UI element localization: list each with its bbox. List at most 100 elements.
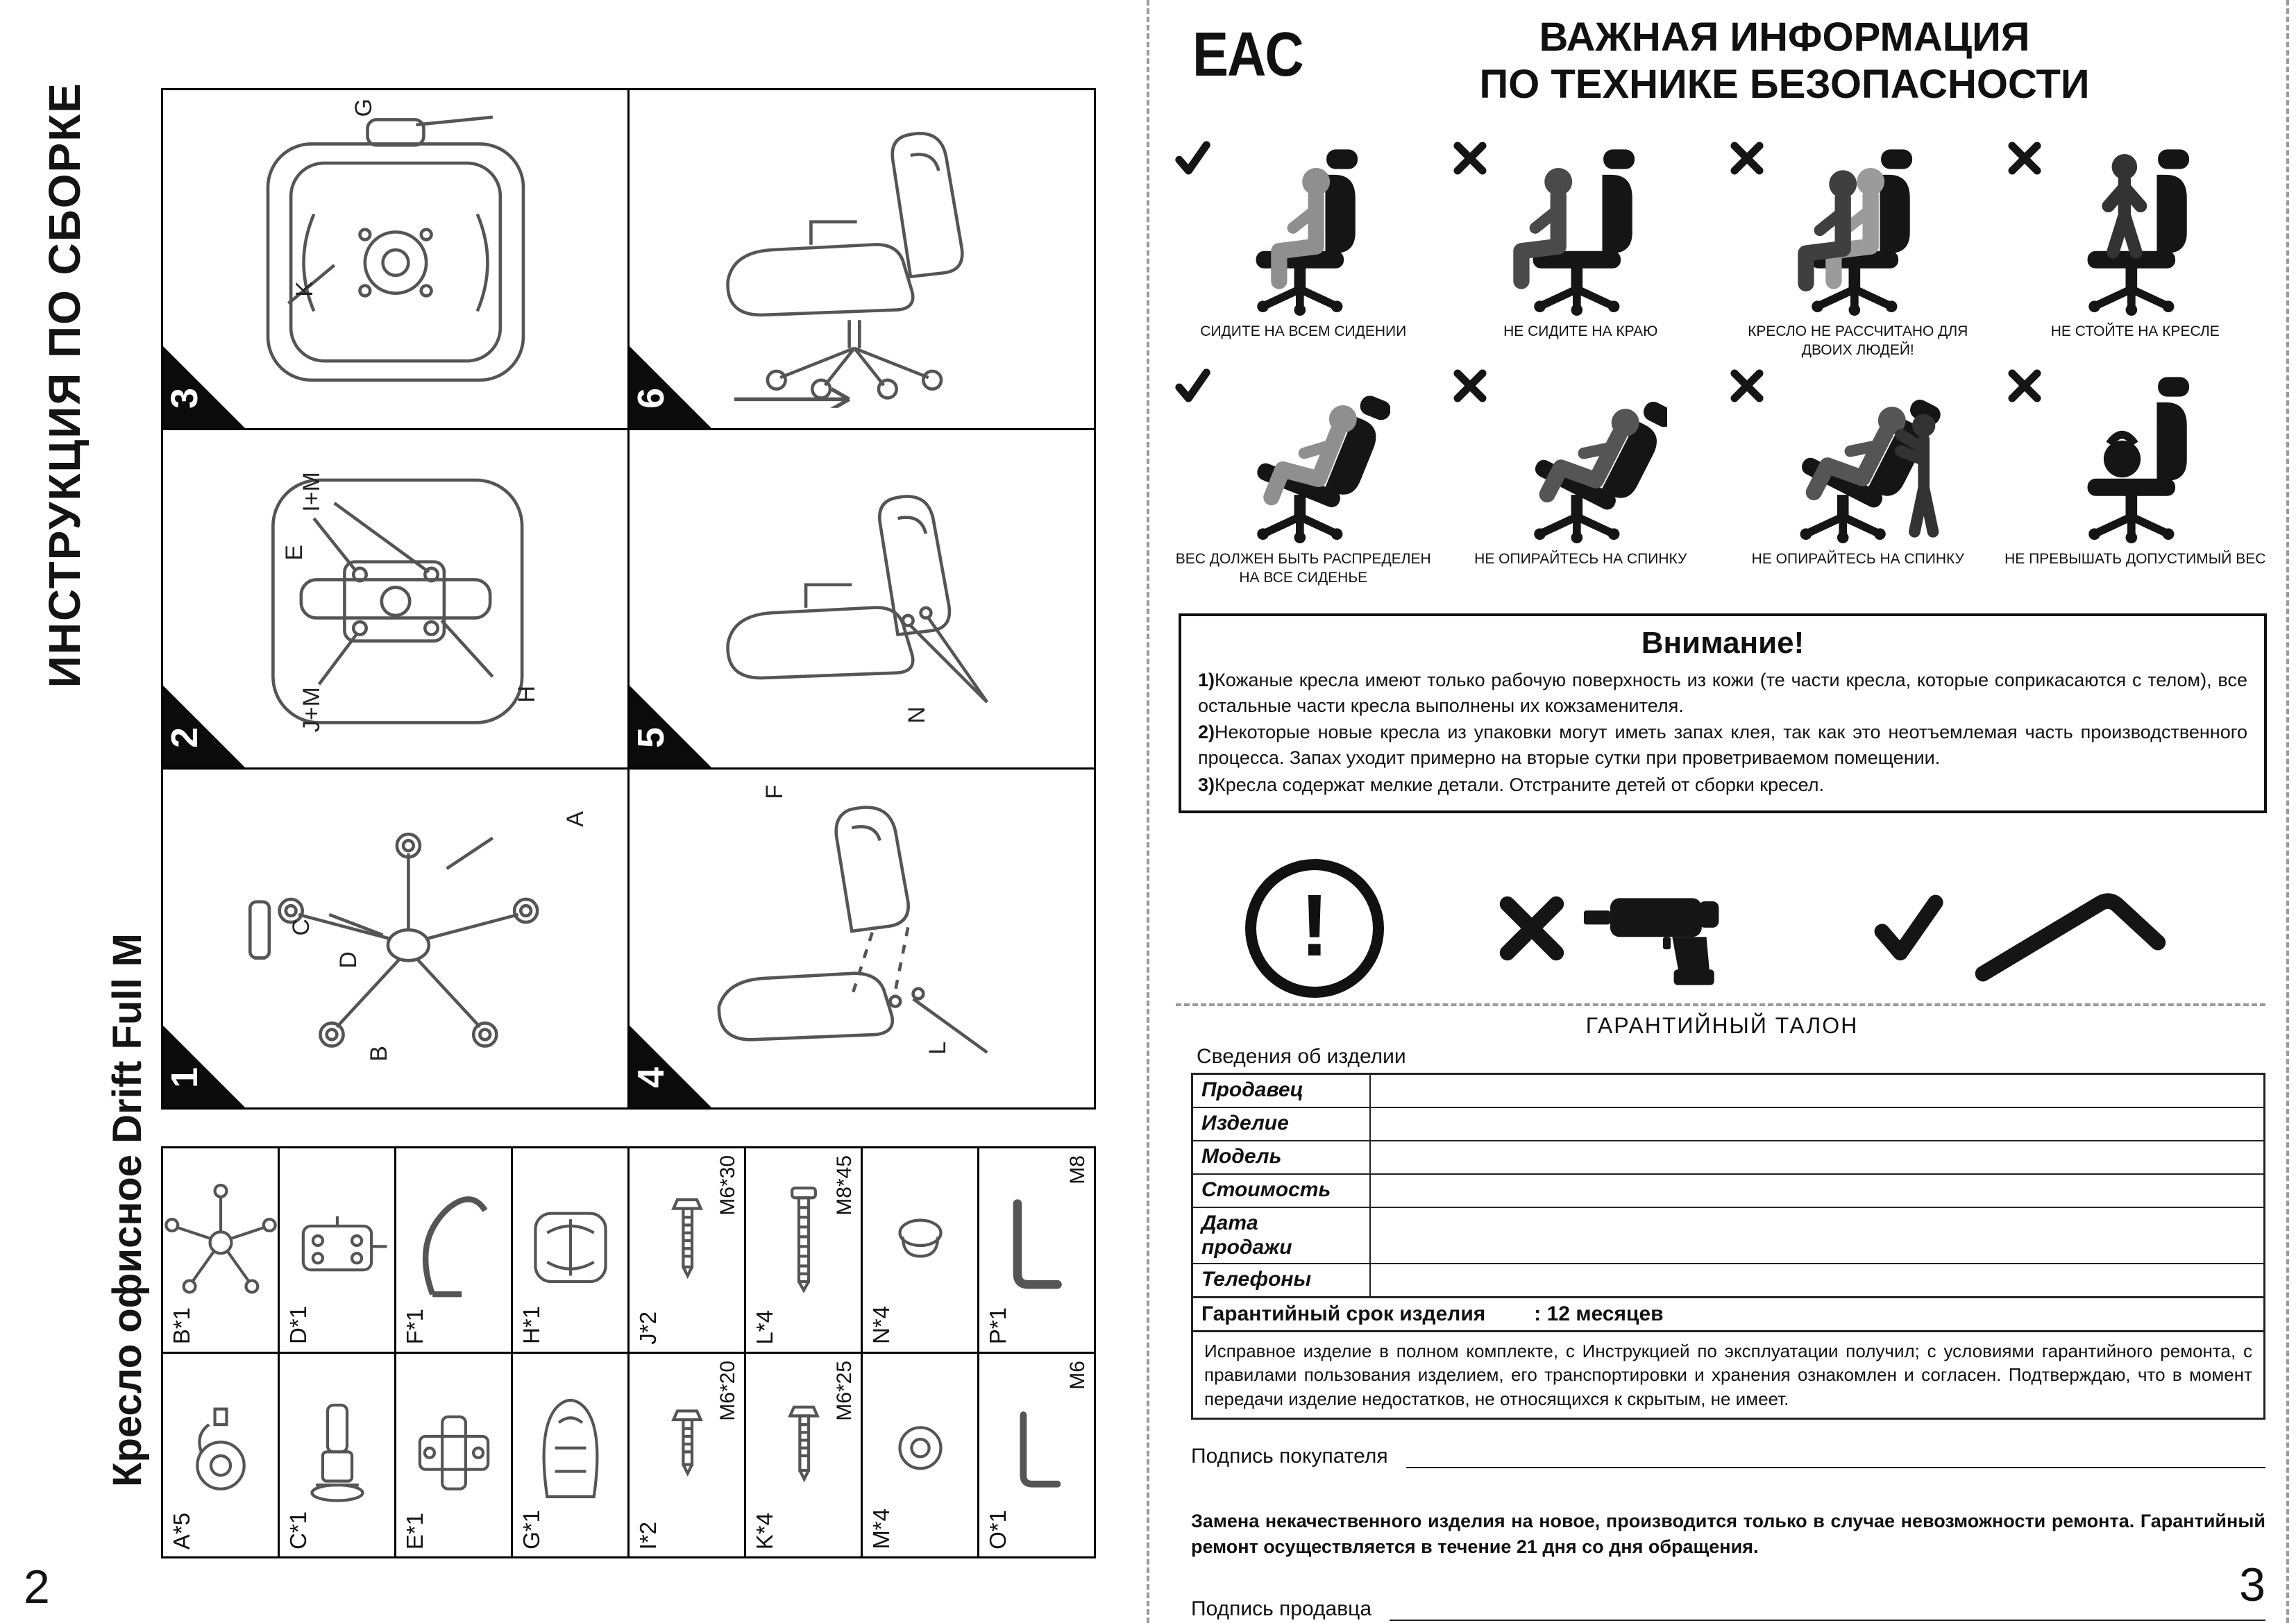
safety-caption: НЕ СИДИТЕ НА КРАЮ	[1503, 323, 1658, 339]
safety-caption: НЕ ОПИРАЙТЕСЬ НА СПИНКУ	[1751, 551, 1964, 567]
safety-item: ВЕС ДОЛЖЕН БЫТЬ РАСПРЕДЕЛЕН НА ВСЕ СИДЕН…	[1169, 365, 1438, 588]
part-size: M6	[1066, 1360, 1089, 1390]
parts-table: B*1 D*1	[161, 1146, 1096, 1558]
caster-icon	[195, 1407, 246, 1490]
eac-logo: EAC	[1192, 19, 1304, 90]
parts-cell: M6*30 J*2	[630, 1148, 744, 1352]
gas-lift-icon	[310, 1403, 364, 1502]
part-code: B*1	[169, 1307, 194, 1345]
seller-signature-label: Подпись продавца	[1191, 1597, 1372, 1621]
armrest-icon	[422, 1196, 487, 1298]
sit-on-edge-pictogram	[1494, 149, 1635, 319]
use-hex-key-group	[1870, 866, 2185, 991]
seat-back-assembled-drawing	[725, 495, 988, 704]
assembly-steps-grid: G K 3	[161, 88, 1096, 1110]
step-number-triangle	[163, 1025, 245, 1107]
trim-dashed-line	[2286, 0, 2289, 1623]
part-label: J+M	[298, 686, 325, 732]
part-label: H	[514, 685, 540, 703]
signature-line	[1390, 1596, 2265, 1622]
kettlebell-on-chair-pictogram	[2048, 377, 2190, 547]
safety-item: СИДИТЕ НА ВСЕМ СИДЕНИИ	[1169, 137, 1438, 361]
parts-cell: N*4	[863, 1148, 977, 1352]
parts-cell: C*1	[280, 1353, 394, 1556]
page-divider-dashed-line	[1147, 0, 1149, 1623]
part-label: I+M	[298, 471, 325, 512]
safety-pictogram-grid: СИДИТЕ НА ВСЕМ СИДЕНИИ НЕ СИДИТЕ НА КРАЮ…	[1169, 137, 2270, 588]
backrest-attach-drawing	[717, 806, 988, 1054]
part-size: M6*25	[833, 1360, 856, 1421]
weight-distributed-pictogram	[1217, 368, 1390, 547]
allen-key-icon	[1013, 1199, 1062, 1289]
part-code: F*1	[402, 1309, 428, 1345]
part-code: P*1	[985, 1307, 1011, 1345]
field-value-blank	[1371, 1264, 2263, 1296]
drill-icon	[1583, 898, 1719, 985]
field-label: Изделие	[1193, 1108, 1371, 1140]
field-value-blank	[1371, 1175, 2263, 1207]
parts-cell: M8*45 L*4	[746, 1148, 861, 1352]
part-size: M8*45	[833, 1155, 856, 1216]
x-icon	[2005, 139, 2044, 178]
backrest-shell-icon	[542, 1398, 598, 1498]
exclamation-glyph: !	[1300, 876, 1329, 974]
part-code: A*5	[169, 1512, 194, 1549]
step-panel-5: N 5	[630, 430, 1094, 768]
attention-item: 2)Некоторые новые кресла из упаковки мог…	[1198, 720, 2247, 770]
cushion-icon	[533, 1212, 607, 1284]
washer-icon	[897, 1426, 943, 1470]
safety-title-line2: ПО ТЕХНИКЕ БЕЗОПАСНОСТИ	[1479, 62, 2090, 108]
part-label: D	[335, 951, 362, 969]
parts-cell: G*1	[513, 1353, 627, 1556]
part-code: D*1	[285, 1306, 311, 1345]
attention-item: 3)Кресла содержат мелкие детали. Отстран…	[1198, 772, 2247, 798]
two-people-pictogram	[1771, 149, 1912, 319]
part-label: K	[292, 281, 318, 297]
table-row: Продавец	[1193, 1075, 2263, 1107]
warranty-agreement-text: Исправное изделие в полном комплекте, с …	[1191, 1332, 2265, 1420]
part-code: O*1	[985, 1510, 1011, 1549]
safety-caption: НЕ ПРЕВЫШАТЬ ДОПУСТИМЫЙ ВЕС	[2004, 551, 2266, 567]
safety-caption: НЕ ОПИРАЙТЕСЬ НА СПИНКУ	[1474, 551, 1687, 567]
safety-item: КРЕСЛО НЕ РАССЧИТАНО ДЛЯ ДВОИХ ЛЮДЕЙ!	[1723, 137, 1993, 361]
safety-item: НЕ СТОЙТЕ НА КРЕСЛЕ	[2001, 137, 2270, 361]
check-icon	[1173, 139, 1212, 178]
buyer-signature-label: Подпись покупателя	[1191, 1444, 1388, 1468]
table-row: Модель	[1193, 1140, 2263, 1173]
standing-on-chair-pictogram	[2048, 140, 2190, 319]
attention-item-number: 2)	[1198, 722, 1215, 743]
part-code: H*1	[518, 1306, 544, 1345]
page-assembly: ИНСТРУКЦИЯ ПО СБОРКЕ Кресло офисное Drif…	[24, 82, 1096, 1613]
safety-caption: ВЕС ДОЛЖЕН БЫТЬ РАСПРЕДЕЛЕН НА ВСЕ СИДЕН…	[1175, 551, 1431, 586]
safety-item: НЕ ОПИРАЙТЕСЬ НА СПИНКУ	[1723, 365, 1993, 588]
bolt-icon	[790, 1187, 817, 1294]
attention-item-number: 1)	[1198, 670, 1215, 690]
part-size: M8	[1066, 1155, 1089, 1184]
allen-key-icon	[1019, 1411, 1061, 1488]
mount-plate-icon	[418, 1415, 489, 1490]
part-code: L*4	[752, 1309, 777, 1345]
model-title: Кресло офисное Drift Full M	[105, 933, 150, 1487]
step-panel-3: G K 3	[163, 90, 627, 428]
parts-cell: M*4	[863, 1353, 977, 1556]
step-number-triangle	[163, 346, 245, 428]
safety-caption: КРЕСЛО НЕ РАССЧИТАНО ДЛЯ ДВОИХ ЛЮДЕЙ!	[1748, 323, 1968, 359]
attention-item-number: 3)	[1198, 774, 1215, 795]
table-row: Стоимость	[1193, 1173, 2263, 1207]
part-code: E*1	[402, 1512, 428, 1549]
table-row: Дата продажи	[1193, 1207, 2263, 1263]
warranty-term-value: : 12 месяцев	[1534, 1302, 1664, 1325]
parts-cell: M6*25 K*4	[746, 1353, 861, 1556]
safety-item: НЕ ОПИРАЙТЕСЬ НА СПИНКУ	[1446, 365, 1716, 588]
part-label: A	[562, 811, 589, 828]
replacement-note: Замена некачественного изделия на новое,…	[1191, 1510, 2265, 1558]
part-code: N*4	[868, 1306, 894, 1345]
chair-frame-drawing	[266, 115, 525, 382]
attention-item: 1)Кожаные кресла имеют только рабочую по…	[1198, 668, 2247, 718]
field-value-blank	[1371, 1075, 2263, 1107]
part-label: C	[288, 919, 314, 936]
star-base-icon	[164, 1184, 277, 1294]
pushing-backrest-pictogram	[1771, 368, 1944, 547]
assembled-chair-drawing	[725, 132, 964, 408]
